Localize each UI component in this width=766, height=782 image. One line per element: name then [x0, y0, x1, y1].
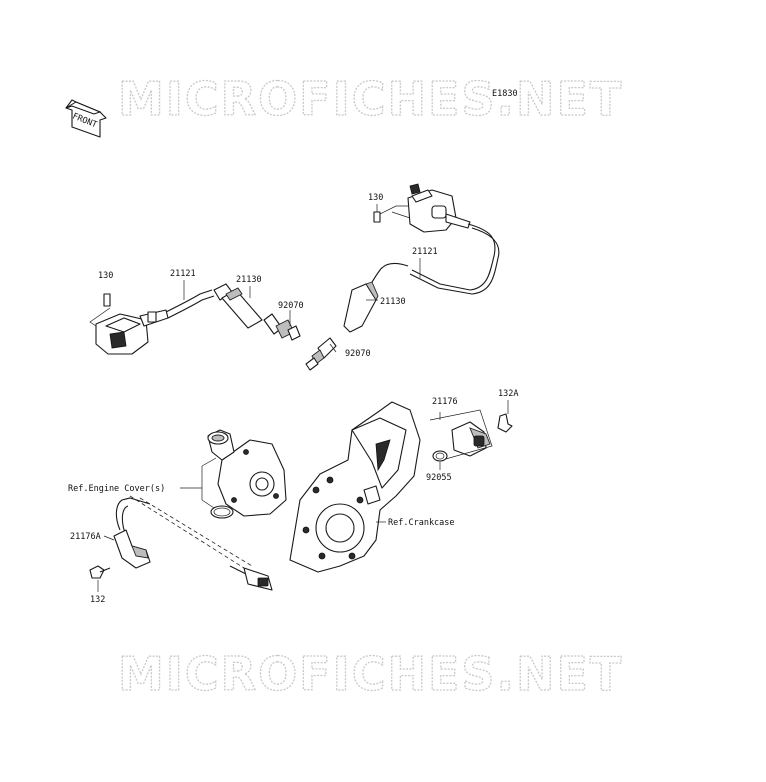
label-132: 132	[90, 595, 105, 605]
label-21121-right: 21121	[412, 247, 438, 257]
label-21121-left: 21121	[170, 269, 196, 279]
bolt-132	[89, 565, 111, 592]
bolt-130-right	[373, 204, 381, 223]
label-21130-right: 21130	[380, 297, 406, 307]
crankcase	[289, 401, 421, 573]
label-92070-left: 92070	[278, 301, 304, 311]
label-21176A: 21176A	[70, 532, 101, 542]
label-132A: 132A	[498, 389, 518, 399]
bolt-132A	[497, 400, 513, 433]
sensor-21176: 21176 132A 92055	[426, 389, 518, 483]
sensor-21176A: 21176A 132	[70, 495, 273, 605]
front-arrow-icon: FRONT	[65, 99, 107, 138]
label-130-right: 130	[368, 193, 383, 203]
ignition-coil-right: 130 21121 21130 92070	[305, 183, 500, 371]
spark-plug-92070-right	[305, 337, 337, 371]
engine-cover	[180, 429, 287, 519]
label-21130-left: 21130	[236, 275, 262, 285]
label-92070-right: 92070	[345, 349, 371, 359]
label-21176: 21176	[432, 397, 458, 407]
spark-plug-92070-left	[263, 310, 301, 341]
plug-cap-21130-right	[343, 262, 409, 333]
label-ref-engine-cover: Ref.Engine Cover(s)	[68, 484, 165, 494]
bolt-130-left	[103, 293, 111, 307]
watermark-bottom: MICROFICHES.NET	[118, 647, 623, 701]
label-92055: 92055	[426, 473, 452, 483]
label-ref-crankcase: Ref.Crankcase	[388, 518, 455, 528]
label-130-left: 130	[98, 271, 113, 281]
watermark-top: MICROFICHES.NET	[118, 72, 623, 126]
ignition-coil-left: 130 21121 21130 92070	[89, 269, 304, 355]
diagram-code: E1830	[492, 89, 518, 99]
plug-cap-21130-left	[213, 283, 263, 329]
